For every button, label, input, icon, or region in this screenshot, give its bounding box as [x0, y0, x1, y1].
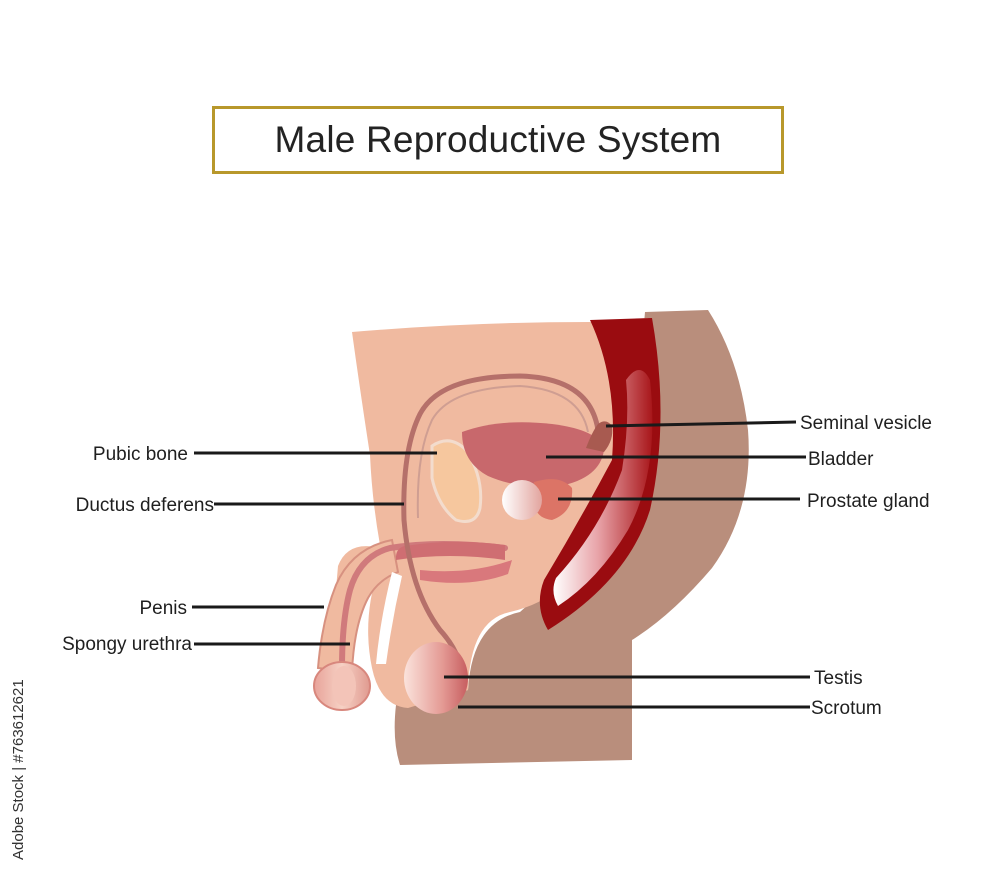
corpus-shape	[395, 541, 505, 560]
label-pubic-bone: Pubic bone	[93, 444, 188, 465]
label-spongy-urethra: Spongy urethra	[62, 634, 192, 655]
label-testis: Testis	[814, 668, 863, 689]
label-seminal-vesicle: Seminal vesicle	[800, 413, 932, 434]
diagram-title: Male Reproductive System	[274, 119, 722, 160]
pubic-bone-shape	[430, 439, 483, 523]
ductus-deferens-shape	[401, 373, 601, 683]
leader-seminal-vesicle	[605, 420, 797, 428]
ductus-inner	[416, 384, 589, 519]
gap-highlight	[376, 572, 402, 664]
rectum-lumen	[553, 370, 653, 606]
prostate-shape	[534, 479, 573, 520]
testis-shape	[404, 642, 468, 714]
seminal-vesicle-shape	[586, 421, 613, 452]
label-bladder: Bladder	[808, 449, 874, 470]
penis-shaft	[316, 538, 400, 674]
title-frame: Male Reproductive System	[212, 106, 784, 174]
body-region	[334, 318, 649, 708]
prostate-highlight	[502, 480, 542, 520]
label-penis: Penis	[139, 598, 187, 619]
glans-inner	[332, 666, 356, 706]
label-prostate-gland: Prostate gland	[807, 491, 930, 512]
stock-watermark: Adobe Stock | #763612621	[10, 679, 27, 860]
bladder-shape	[462, 422, 604, 487]
label-ductus-deferens: Ductus deferens	[76, 495, 214, 516]
label-scrotum: Scrotum	[811, 698, 882, 719]
corpus-lower	[420, 560, 512, 583]
